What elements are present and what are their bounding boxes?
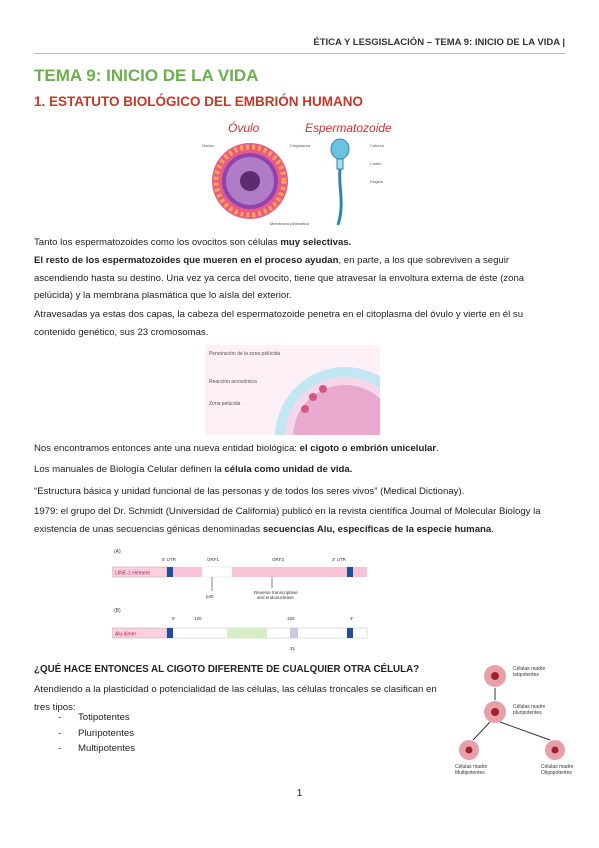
- fertilization-figure: Penetración de la zona pelúcida Reacción…: [205, 345, 380, 435]
- paragraph-3: Atravesadas ya estas dos capas, la cabez…: [34, 309, 524, 338]
- svg-text:(A): (A): [114, 549, 121, 555]
- svg-text:LINE-1 element: LINE-1 element: [115, 571, 150, 577]
- svg-text:ORF1: ORF1: [207, 557, 219, 562]
- list-item: Multipotentes: [58, 741, 135, 757]
- paragraph-1: Tanto los espermatozoides como los ovoci…: [34, 237, 352, 248]
- label-zona-pellucida: Zona pelúcida: [209, 401, 241, 407]
- svg-text:5' UTR: 5' UTR: [162, 557, 177, 562]
- sperm-title: Espermatozoide: [305, 121, 392, 135]
- svg-text:pluripotentes: pluripotentes: [513, 710, 542, 716]
- svg-text:Multipotentes: Multipotentes: [455, 770, 485, 776]
- svg-text:Células madre: Células madre: [513, 704, 545, 710]
- ovum-sperm-figure: Óvulo Espermatozoide Núcleo Citoplasma M…: [202, 120, 392, 226]
- paragraph-8: Atendiendo a la plasticidad o potenciali…: [34, 684, 437, 713]
- paragraph-2: El resto de los espermatozoides que muer…: [34, 255, 525, 301]
- page-number: 1: [296, 788, 303, 799]
- label-citoplasma: Citoplasma: [290, 143, 311, 148]
- svg-text:ORF2: ORF2: [272, 557, 284, 562]
- svg-text:Reverse transcriptase: Reverse transcriptase: [254, 590, 298, 595]
- svg-text:(B): (B): [114, 608, 121, 614]
- sperm-illustration: [330, 138, 350, 226]
- section-heading: 1. ESTATUTO BIOLÓGICO DEL EMBRIÓN HUMANO: [34, 94, 364, 109]
- svg-text:31: 31: [290, 646, 296, 651]
- label-flagelo: Flagelo: [370, 179, 384, 184]
- svg-text:120: 120: [194, 616, 202, 621]
- running-header: ÉTICA Y LESGISLACIÓN – TEMA 9: INICIO DE…: [313, 37, 565, 48]
- label-cabeza: Cabeza: [370, 143, 385, 148]
- label-penetration: Penetración de la zona pelúcida: [209, 351, 280, 357]
- label-nucleo: Núcleo: [202, 143, 215, 148]
- svg-text:Células madre: Células madre: [541, 764, 573, 770]
- header-rule: [34, 53, 565, 54]
- paragraph-6: “Estructura básica y unidad funcional de…: [34, 486, 465, 497]
- svg-text:160: 160: [287, 616, 295, 621]
- paragraph-7: 1979: el grupo del Dr. Schmidt (Universi…: [34, 506, 541, 535]
- svg-text:Células madre: Células madre: [455, 764, 487, 770]
- list-item: Pluripotentes: [58, 726, 135, 742]
- line1-alu-figure: (A) 5' UTR ORF1 ORF2 3' UTR LINE-1 eleme…: [112, 549, 368, 651]
- svg-text:p40: p40: [206, 594, 214, 599]
- stem-cell-hierarchy-figure: Células madre totipotentes Células madre…: [455, 665, 573, 776]
- list-item: Totipotentes: [58, 710, 135, 726]
- ovum-title: Óvulo: [228, 120, 260, 135]
- label-membrana: Membrana plasmática: [270, 221, 310, 226]
- page-title: TEMA 9: INICIO DE LA VIDA: [34, 66, 259, 85]
- svg-text:Oligopotentes: Oligopotentes: [541, 770, 572, 776]
- paragraph-5: Los manuales de Biología Celular definen…: [34, 464, 353, 475]
- label-acrosomal-reaction: Reacción acrosómica: [209, 379, 257, 385]
- svg-text:3': 3': [350, 616, 354, 621]
- stem-cell-types-list: Totipotentes Pluripotentes Multipotentes: [58, 710, 135, 757]
- svg-text:5': 5': [172, 616, 176, 621]
- label-cuello: Cuello: [370, 161, 382, 166]
- svg-text:Células madre: Células madre: [513, 666, 545, 672]
- svg-text:3' UTR: 3' UTR: [332, 557, 347, 562]
- svg-text:and endonuclease: and endonuclease: [257, 595, 294, 600]
- ovum-illustration: [212, 143, 288, 219]
- svg-text:totipotentes: totipotentes: [513, 672, 539, 678]
- question-heading: ¿QUÉ HACE ENTONCES AL CIGOTO DIFERENTE D…: [34, 664, 420, 675]
- paragraph-4: Nos encontramos entonces ante una nueva …: [34, 443, 439, 454]
- svg-text:Alu dimer: Alu dimer: [115, 632, 136, 638]
